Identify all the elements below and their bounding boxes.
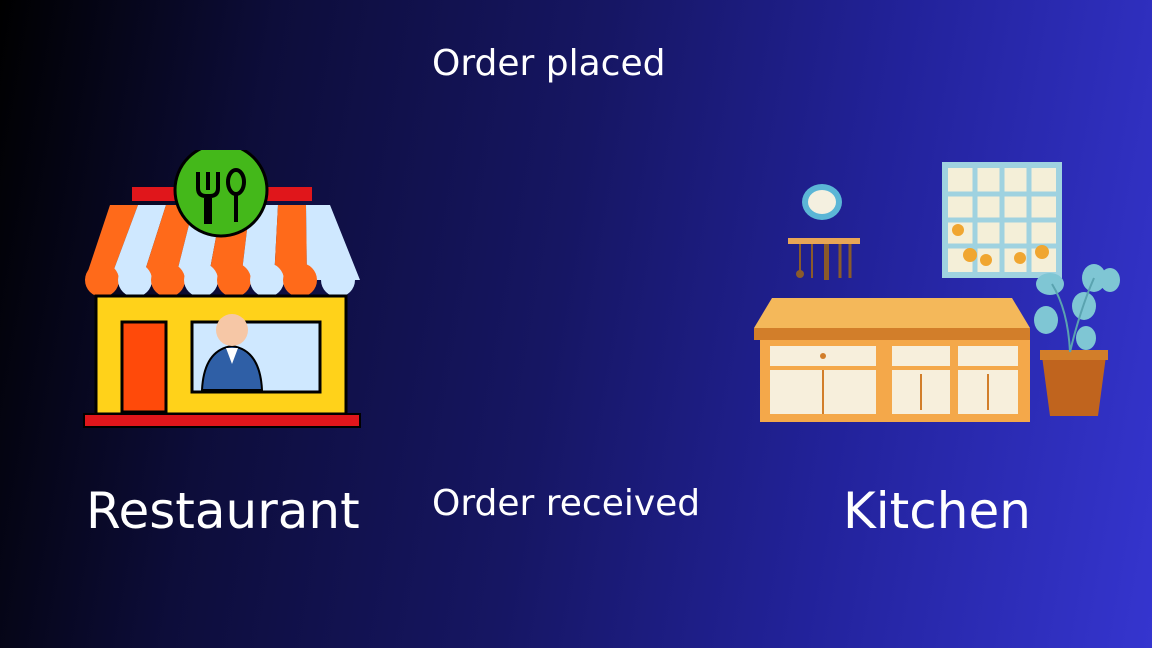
kitchen-label: Kitchen (843, 482, 1031, 540)
restaurant-label: Restaurant (86, 482, 360, 540)
kitchen-icon (754, 162, 1120, 422)
order-placed-label: Order placed (432, 43, 666, 84)
order-received-label: Order received (432, 483, 701, 524)
restaurant-shop-icon (83, 150, 361, 428)
